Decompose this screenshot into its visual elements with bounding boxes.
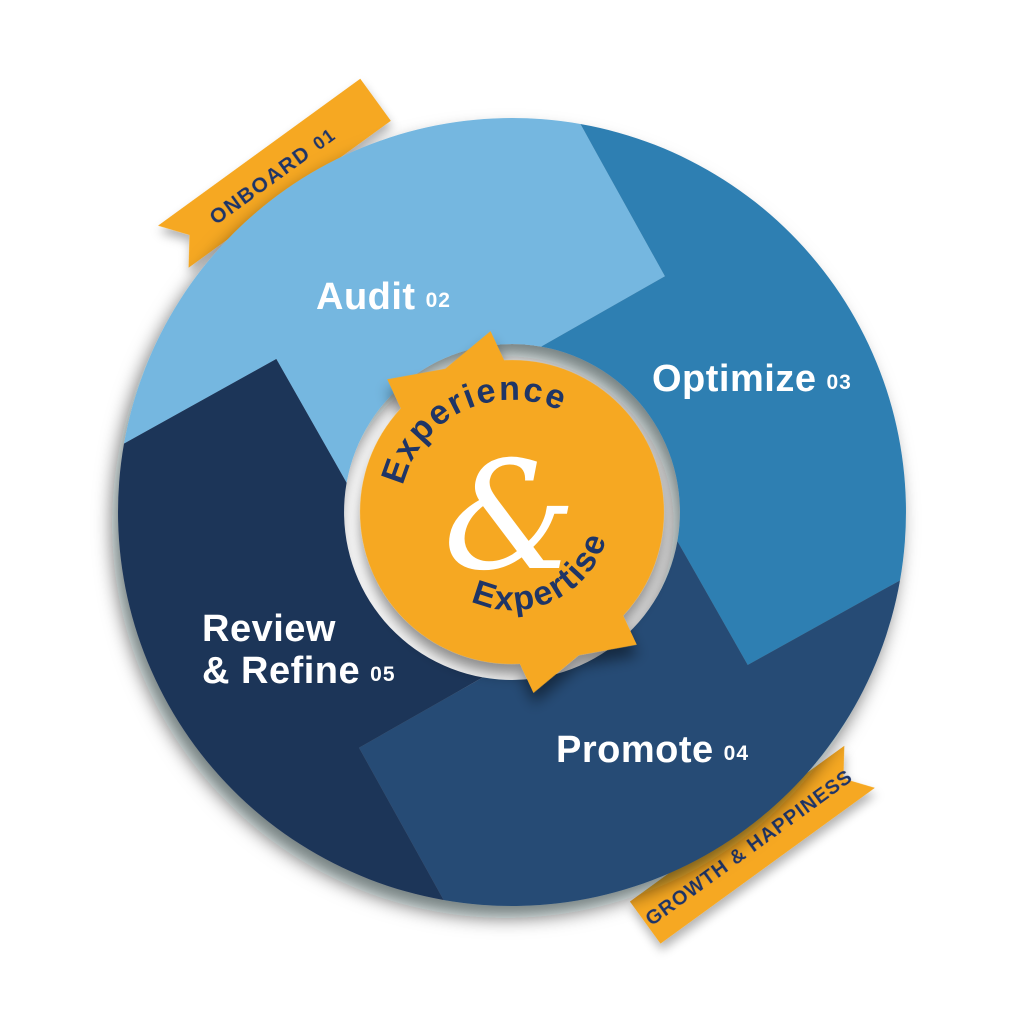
label-optimize: Optimize 03 bbox=[652, 358, 852, 400]
segment-optimize bbox=[541, 124, 906, 665]
wheel-ring bbox=[118, 118, 906, 906]
badge-ampersand: & bbox=[443, 430, 577, 604]
label-review-text: Review bbox=[202, 608, 336, 650]
label-refine-text: & Refine bbox=[202, 650, 360, 692]
label-audit-text: Audit bbox=[316, 276, 416, 318]
segment-audit bbox=[124, 118, 665, 483]
segment-promote bbox=[359, 541, 900, 906]
segment-labels: Audit 02 Optimize 03 Promote 04 Review & Re… bbox=[202, 276, 852, 771]
label-review-number: 05 bbox=[370, 663, 395, 686]
label-promote-number: 04 bbox=[724, 742, 749, 765]
label-promote-text: Promote bbox=[556, 729, 714, 771]
label-review-line1: Review bbox=[202, 608, 336, 650]
ribbon-onboard-shape bbox=[158, 78, 391, 268]
segment-review-refine bbox=[118, 359, 483, 900]
label-optimize-number: 03 bbox=[826, 371, 851, 394]
center-badge bbox=[360, 331, 664, 693]
label-audit-number: 02 bbox=[426, 289, 451, 312]
label-audit: Audit 02 bbox=[316, 276, 451, 318]
label-promote: Promote 04 bbox=[556, 729, 749, 771]
label-review-line2: & Refine 05 bbox=[202, 650, 396, 692]
badge-tab-top bbox=[387, 331, 507, 414]
badge-circle bbox=[360, 360, 664, 664]
badge-tab-bottom bbox=[517, 610, 637, 693]
ribbon-growth-shape bbox=[629, 745, 875, 944]
label-optimize-text: Optimize bbox=[652, 358, 816, 400]
